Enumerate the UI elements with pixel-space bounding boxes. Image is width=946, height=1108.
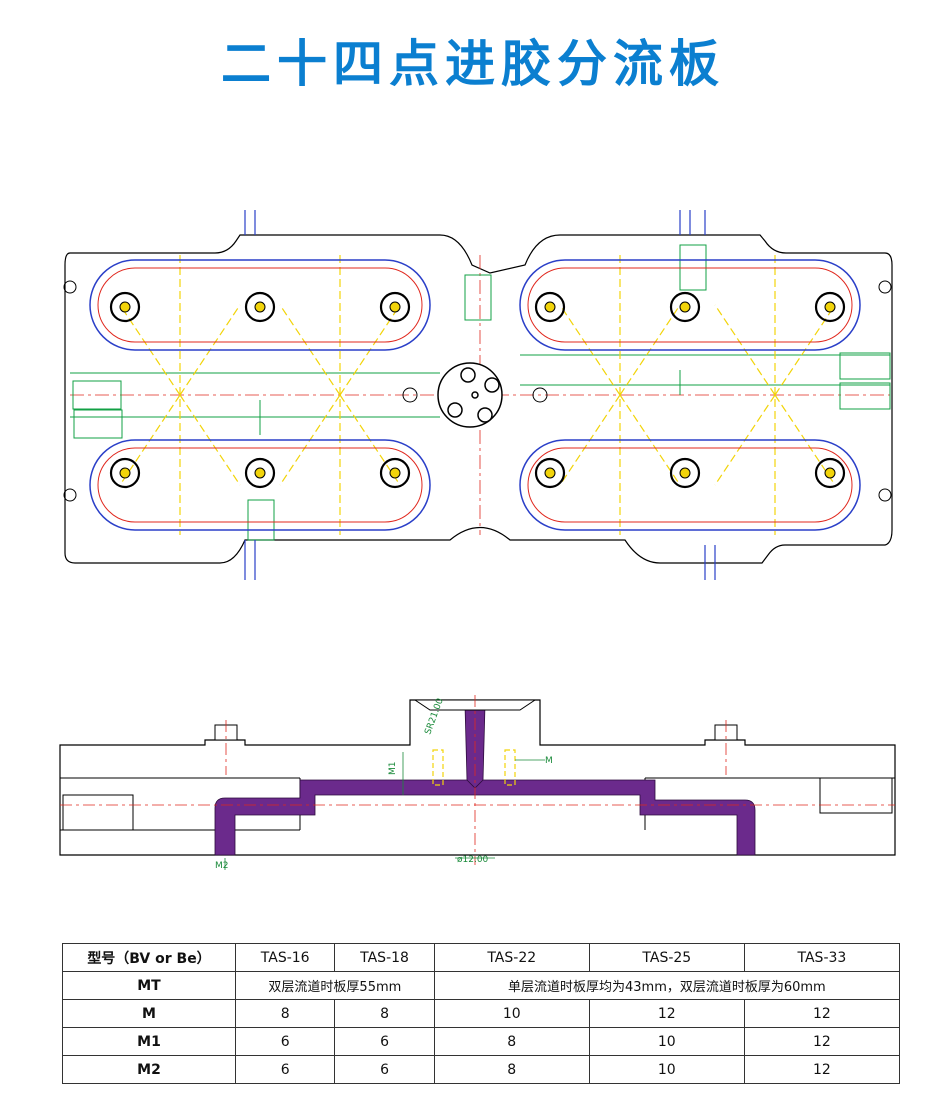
table-cell: 10 [588, 1027, 745, 1056]
center-inlet-bushing [437, 362, 503, 428]
table-cell: 10 [433, 999, 590, 1028]
dim-m2: M2 [215, 861, 229, 871]
table-cell: 8 [234, 999, 336, 1028]
header-tas18: TAS-18 [334, 943, 435, 972]
table-cell: 8 [433, 1027, 590, 1056]
table-cell: 12 [743, 1055, 901, 1084]
page-title: 二十四点进胶分流板 [221, 35, 725, 93]
runner-channel [214, 704, 756, 856]
dim-diameter: ø12.00 [457, 855, 489, 865]
table-cell: 8 [334, 999, 435, 1028]
spec-table-header-row: 型号（BV or Be） TAS-16 TAS-18 TAS-22 TAS-25… [62, 943, 901, 972]
header-tas33: TAS-33 [743, 943, 901, 972]
table-row: M 8 8 10 12 12 [62, 999, 901, 1028]
manifold-plan-view [63, 210, 893, 580]
table-cell: 6 [334, 1055, 435, 1084]
table-row: M2 6 6 8 10 12 [62, 1055, 901, 1084]
header-tas16: TAS-16 [234, 943, 336, 972]
table-cell: 6 [334, 1027, 435, 1056]
row-label-m: M [62, 999, 236, 1028]
header-tas22: TAS-22 [433, 943, 590, 972]
header-model-label: 型号（BV or Be） [62, 943, 236, 972]
spec-table: 型号（BV or Be） TAS-16 TAS-18 TAS-22 TAS-25… [62, 943, 901, 1084]
table-cell: 6 [234, 1027, 336, 1056]
dim-m: M [545, 756, 553, 766]
dim-m1: M1 [388, 762, 398, 776]
row-label-m2: M2 [62, 1055, 236, 1084]
table-cell: 12 [743, 999, 901, 1028]
table-cell: 12 [588, 999, 745, 1028]
mt-note-right: 单层流道时板厚均为43mm，双层流道时板厚为60mm [433, 971, 901, 1000]
manifold-section-view: SR21.00 M1 M M2 ø12.00 [59, 695, 896, 871]
table-row: M1 6 6 8 10 12 [62, 1027, 901, 1056]
row-label-m1: M1 [62, 1027, 236, 1056]
table-cell: 8 [433, 1055, 590, 1084]
row-label-mt: MT [62, 971, 236, 1000]
table-cell: 10 [588, 1055, 745, 1084]
table-cell: 6 [234, 1055, 336, 1084]
nozzle-drops [109, 291, 846, 489]
table-cell: 12 [743, 1027, 901, 1056]
header-tas25: TAS-25 [588, 943, 745, 972]
table-row: MT 双层流道时板厚55mm 单层流道时板厚均为43mm，双层流道时板厚为60m… [62, 971, 901, 1000]
mt-note-left: 双层流道时板厚55mm [235, 971, 435, 1000]
